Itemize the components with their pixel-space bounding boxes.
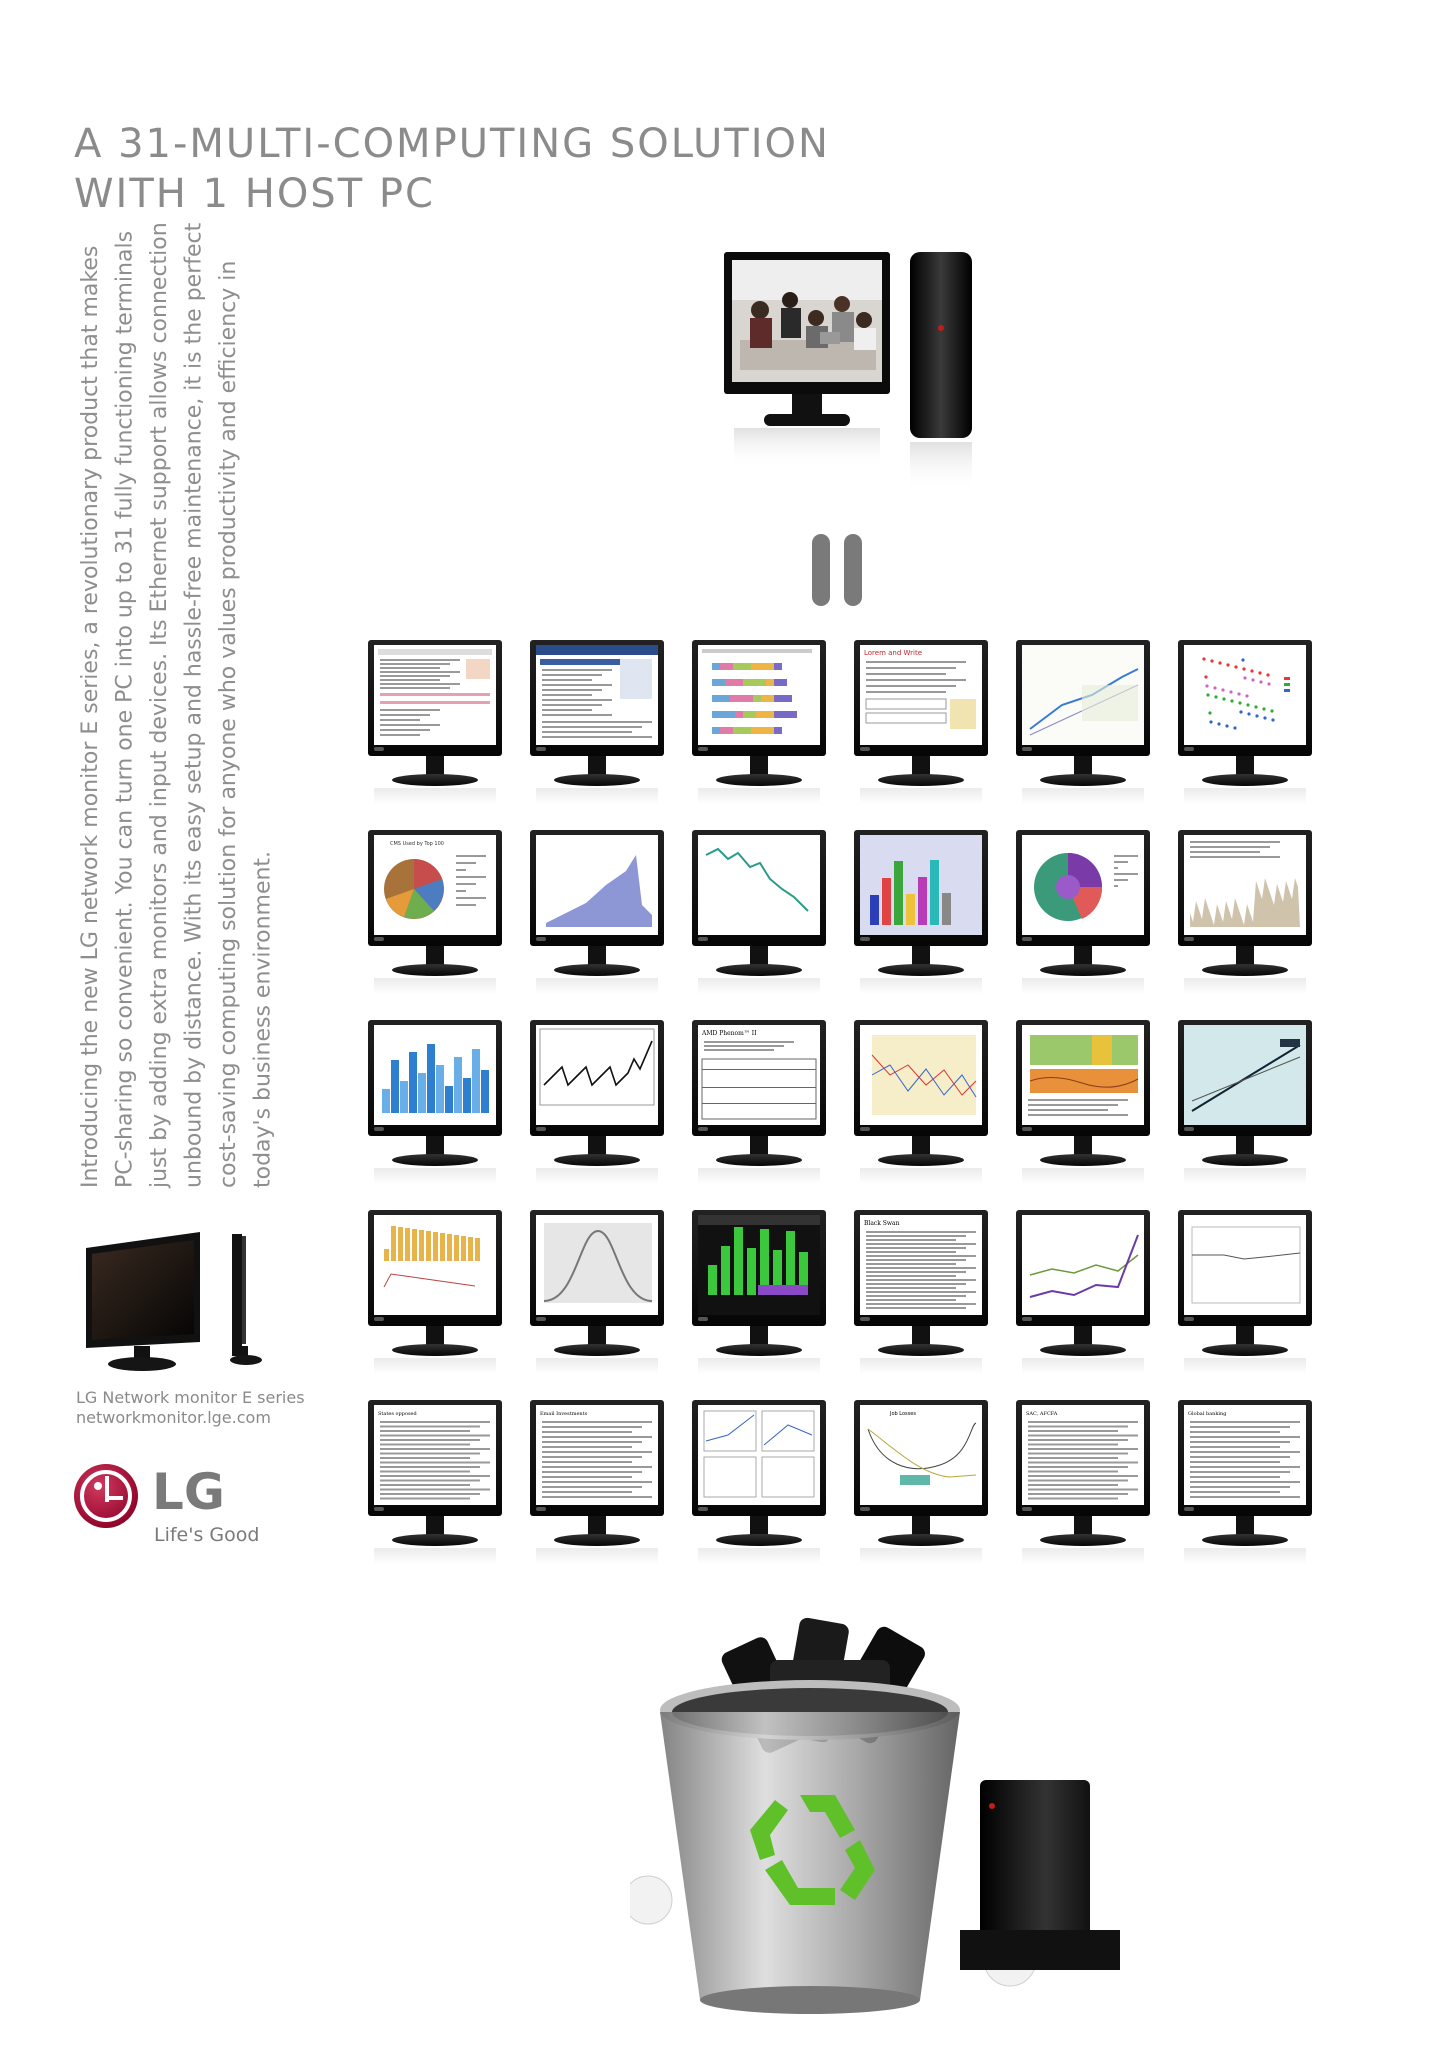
monitor-screen: AMD Phenom™ II [698, 1025, 820, 1125]
monitor-screen [536, 1215, 658, 1315]
monitor-screen: Global banking [1184, 1405, 1306, 1505]
svg-text:Black Swan: Black Swan [864, 1220, 900, 1227]
product-url[interactable]: networkmonitor.lge.com [76, 1408, 271, 1427]
monitor-screen [860, 835, 982, 935]
monitor-screen [1184, 1025, 1306, 1125]
monitor-screen [1022, 1025, 1144, 1125]
network-monitor: Job Losses [854, 1400, 988, 1570]
svg-text:AMD Phenom™ II: AMD Phenom™ II [701, 1030, 757, 1037]
network-monitor [1178, 640, 1312, 810]
lg-wordmark: LG [152, 1463, 225, 1521]
network-monitor [530, 1210, 664, 1380]
network-monitor: AMD Phenom™ II [692, 1020, 826, 1190]
intro-line-6: today's business environment. [250, 850, 276, 1188]
network-monitor [1016, 1210, 1150, 1380]
network-monitor [1178, 830, 1312, 1000]
headline: A 31-MULTI-COMPUTING SOLUTION WITH 1 HOS… [74, 119, 830, 219]
intro-line-5: cost-saving computing solution for anyon… [216, 260, 241, 1188]
network-monitor: SAC, AFCFA [1016, 1400, 1150, 1570]
bin-body [660, 1712, 960, 2000]
monitor-screen: SAC, AFCFA [1022, 1405, 1144, 1505]
intro-line-3: just by adding extra monitors and input … [147, 222, 172, 1188]
intro-paragraph: Introducing the new LG network monitor E… [74, 222, 281, 1188]
svg-text:Email Investments: Email Investments [540, 1411, 588, 1417]
monitor-screen [536, 835, 658, 935]
monitor-screen [374, 1215, 496, 1315]
crumpled-paper [623, 1875, 673, 1925]
recycle-icon [750, 1795, 875, 1905]
network-monitor [1016, 640, 1150, 810]
network-monitor [530, 830, 664, 1000]
network-monitor: Lorem and Write [854, 640, 988, 810]
host-pc-illustration [720, 248, 980, 498]
network-monitor [854, 1020, 988, 1190]
monitor-screen: Lorem and Write [860, 645, 982, 745]
headline-line-2: WITH 1 HOST PC [74, 170, 435, 217]
network-monitor [368, 1020, 502, 1190]
lg-brand-logo: LG Life's Good [72, 1462, 272, 1552]
network-monitor [1016, 1020, 1150, 1190]
monitor-screen [1184, 1215, 1306, 1315]
product-caption: LG Network monitor E series networkmonit… [76, 1388, 305, 1428]
network-monitor [692, 1400, 826, 1570]
network-monitor: Black Swan [854, 1210, 988, 1380]
network-monitor [368, 640, 502, 810]
network-monitor [692, 1210, 826, 1380]
monitor-screen [698, 1405, 820, 1505]
equals-symbol [812, 534, 876, 610]
network-monitor-product [82, 1230, 282, 1380]
monitor-screen [860, 1025, 982, 1125]
monitor-screen: Black Swan [860, 1215, 982, 1315]
recycle-bin-illustration [623, 1600, 1150, 2020]
network-monitor [1178, 1210, 1312, 1380]
svg-text:CMS Used by Top 100: CMS Used by Top 100 [390, 841, 444, 847]
network-monitor [692, 640, 826, 810]
network-monitor [530, 1020, 664, 1190]
intro-line-1: Introducing the new LG network monitor E… [78, 245, 103, 1188]
intro-line-2: PC-sharing so convenient. You can turn o… [112, 230, 138, 1188]
svg-text:Lorem and Write: Lorem and Write [864, 649, 922, 657]
network-monitor [1016, 830, 1150, 1000]
monitor-screen [536, 645, 658, 745]
svg-text:States opposed: States opposed [378, 1411, 417, 1417]
monitor-screen: Email Investments [536, 1405, 658, 1505]
monitor-screen [374, 645, 496, 745]
monitor-screen [1022, 645, 1144, 745]
headline-line-1: A 31-MULTI-COMPUTING SOLUTION [74, 120, 830, 167]
network-monitor: States opposed [368, 1400, 502, 1570]
monitor-screen [1022, 835, 1144, 935]
monitor-screen [374, 1025, 496, 1125]
monitor-screen: CMS Used by Top 100 [374, 835, 496, 935]
network-monitor [368, 1210, 502, 1380]
monitor-screen [536, 1025, 658, 1125]
svg-text:Job Losses: Job Losses [889, 1411, 916, 1417]
monitor-screen [1022, 1215, 1144, 1315]
svg-text:Global banking: Global banking [1188, 1411, 1227, 1417]
network-monitor [692, 830, 826, 1000]
product-name: LG Network monitor E series [76, 1388, 305, 1407]
host-tower [910, 252, 972, 438]
monitor-screen [698, 645, 820, 745]
monitor-screen [698, 1215, 820, 1315]
mini-host-box [980, 1780, 1090, 1950]
network-monitor [854, 830, 988, 1000]
lg-tagline: Life's Good [154, 1524, 260, 1546]
monitor-screen: States opposed [374, 1405, 496, 1505]
network-monitor [530, 640, 664, 810]
svg-text:SAC, AFCFA: SAC, AFCFA [1026, 1411, 1058, 1417]
network-monitor: Email Investments [530, 1400, 664, 1570]
intro-line-4: unbound by distance. With its easy setup… [181, 222, 207, 1188]
network-monitor: CMS Used by Top 100 [368, 830, 502, 1000]
monitor-screen: Job Losses [860, 1405, 982, 1505]
monitor-screen [1184, 835, 1306, 935]
monitor-screen [1184, 645, 1306, 745]
monitor-screen [698, 835, 820, 935]
network-monitor [1178, 1020, 1312, 1190]
network-monitor: Global banking [1178, 1400, 1312, 1570]
